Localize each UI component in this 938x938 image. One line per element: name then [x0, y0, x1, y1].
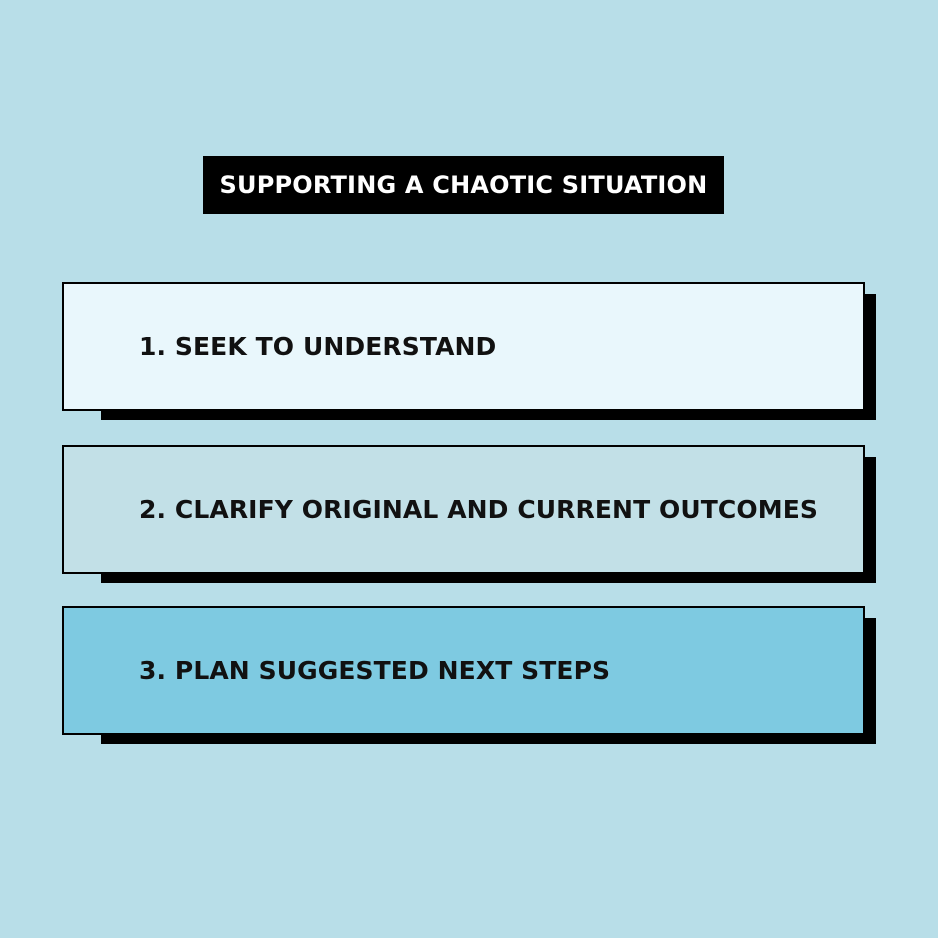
step-3-label: 3. PLAN SUGGESTED NEXT STEPS	[139, 656, 611, 685]
step-card-2-box: 2. CLARIFY ORIGINAL AND CURRENT OUTCOMES	[62, 445, 865, 574]
step-2-label: 2. CLARIFY ORIGINAL AND CURRENT OUTCOMES	[139, 495, 818, 524]
title-text: SUPPORTING A CHAOTIC SITUATION	[219, 171, 708, 199]
step-card-3: 3. PLAN SUGGESTED NEXT STEPS	[62, 606, 876, 746]
step-card-1: 1. SEEK TO UNDERSTAND	[62, 282, 876, 422]
step-1-label: 1. SEEK TO UNDERSTAND	[139, 332, 497, 361]
step-card-3-box: 3. PLAN SUGGESTED NEXT STEPS	[62, 606, 865, 735]
title-badge: SUPPORTING A CHAOTIC SITUATION	[203, 156, 724, 214]
step-card-2: 2. CLARIFY ORIGINAL AND CURRENT OUTCOMES	[62, 445, 876, 585]
step-card-1-box: 1. SEEK TO UNDERSTAND	[62, 282, 865, 411]
